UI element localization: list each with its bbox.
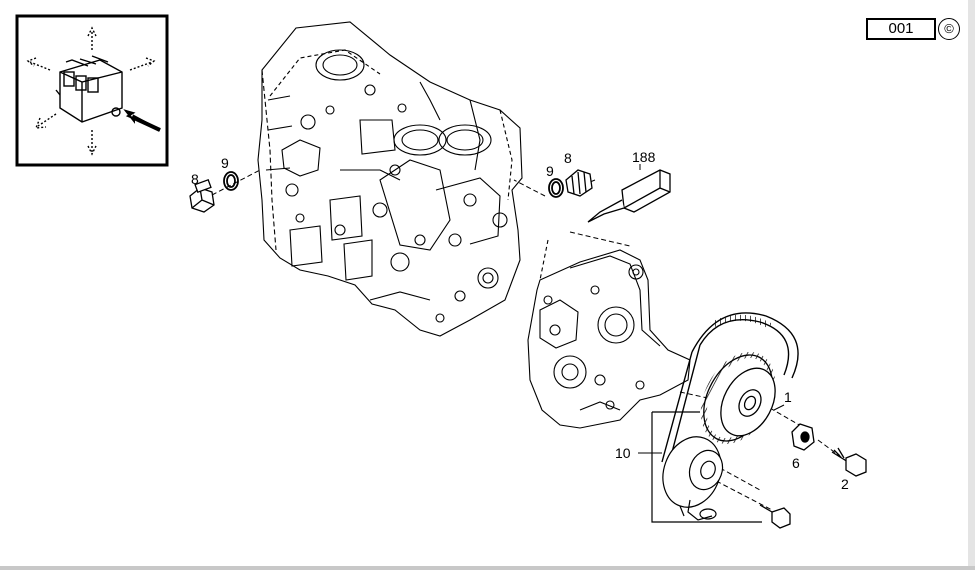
timing-belt: [661, 312, 799, 463]
engine-block: [257, 21, 523, 337]
tensioner-screw: [759, 504, 791, 529]
plug-left: [189, 179, 215, 213]
window-edge: [968, 0, 975, 570]
callout-188: 188: [632, 149, 656, 165]
bolt: [831, 447, 867, 477]
tensioner-group: [651, 411, 762, 523]
engine-orientation-icon: [26, 26, 156, 156]
callout-9-right: 9: [546, 163, 554, 179]
bottom-edge: [0, 566, 975, 570]
copyright-icon: ©: [938, 18, 960, 40]
sealant-tube: [587, 169, 671, 223]
washer-right: [548, 178, 564, 198]
camshaft-pulley: [700, 352, 776, 444]
callout-ticks: [638, 164, 785, 454]
timing-cover: [527, 239, 691, 429]
callout-1: 1: [784, 389, 792, 405]
callout-10: 10: [615, 445, 631, 461]
callout-9-left: 9: [221, 155, 229, 171]
callout-6: 6: [792, 455, 800, 471]
callout-8-right: 8: [564, 150, 572, 166]
callout-8-left: 8: [191, 171, 199, 187]
orientation-thumbnail: [15, 14, 169, 167]
nut: [791, 423, 815, 451]
plug-right: [565, 169, 593, 197]
washer-left: [223, 171, 239, 191]
callout-2: 2: [841, 476, 849, 492]
page-number-box: 001: [866, 18, 936, 40]
